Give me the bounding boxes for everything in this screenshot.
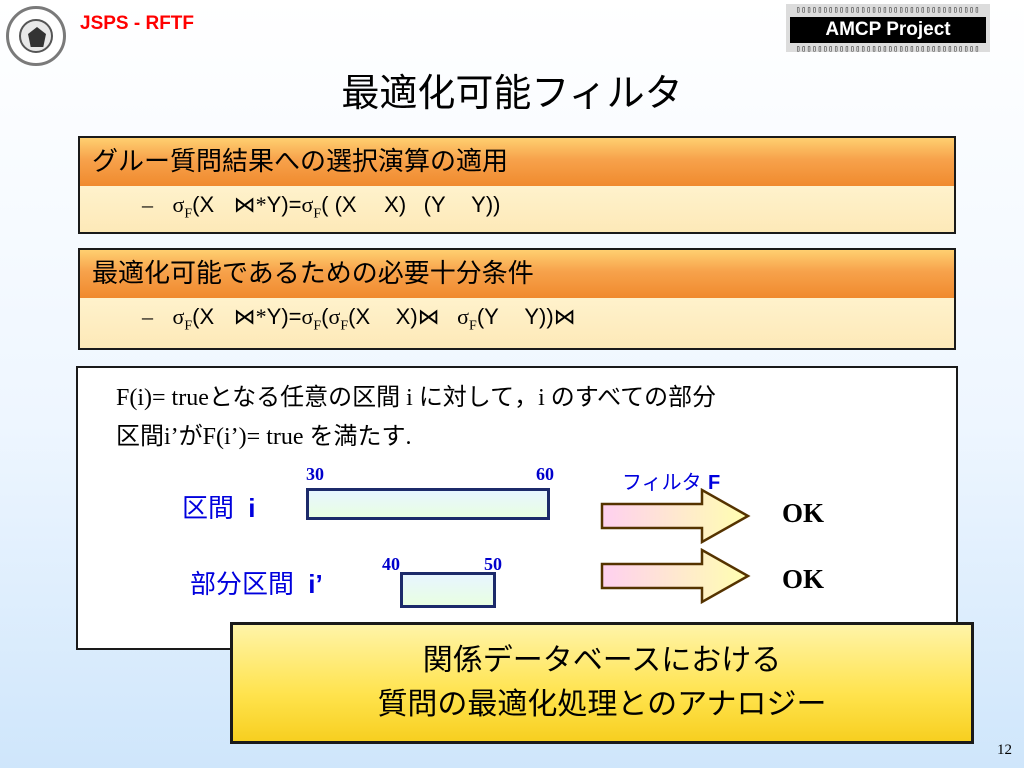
- formula-dash: –: [142, 304, 153, 329]
- formula-part: (Y: [423, 192, 446, 217]
- explanation-panel: F(i)= trueとなる任意の区間 i に対して，i のすべての部分 区間i’…: [76, 366, 958, 650]
- seal-emblem-icon: [28, 27, 46, 47]
- sigma-subscript: F: [340, 318, 349, 334]
- ok-result-2: OK: [782, 564, 825, 594]
- rule-1-body: – σF(X ⋈*Y)=σF( (X X) (Y Y)): [80, 186, 954, 232]
- text-fragment: が: [178, 422, 203, 450]
- formula-dash: –: [142, 192, 153, 217]
- interval-i-start: 30: [306, 464, 324, 484]
- filter-letter: F: [707, 472, 721, 494]
- star-symbol: *: [255, 304, 267, 329]
- sub-interval-letter: i’: [308, 569, 323, 599]
- rule-1-heading: グルー質問結果への選択演算の適用: [80, 138, 954, 186]
- text-fragment: i’: [164, 424, 179, 450]
- interval-i-label: 区間 i: [182, 488, 256, 525]
- text-fragment: i: [538, 385, 551, 411]
- rule-1-formula: – σF(X ⋈*Y)=σF( (X X) (Y Y)): [142, 192, 500, 222]
- sigma-symbol: σ: [301, 192, 314, 217]
- text-fragment: i: [400, 385, 419, 411]
- definition-line-2: 区間i’がF(i’)= true を満たす.: [116, 417, 936, 456]
- sigma-subscript: F: [469, 318, 477, 334]
- formula-y: Y)): [524, 304, 554, 329]
- sub-interval-label: 部分区間 i’: [190, 564, 323, 601]
- formula-part: (X: [192, 192, 215, 217]
- sub-interval-bar: [400, 572, 496, 608]
- badge-bottom-dots: ▯▯▯▯▯▯▯▯▯▯▯▯▯▯▯▯▯▯▯▯▯▯▯▯▯▯▯▯▯▯▯▯▯▯: [795, 44, 981, 53]
- university-seal-logo: [6, 6, 66, 66]
- rule-2-formula: – σF(X ⋈*Y)=σF(σF(X X)⋈ σF(Y Y))⋈: [142, 304, 576, 334]
- formula-part: ): [398, 192, 407, 217]
- filter-arrow-2-icon: [600, 548, 751, 605]
- filter-label-text: フィルタ: [622, 470, 702, 494]
- sigma-symbol: σ: [172, 304, 185, 329]
- formula-y: Y: [471, 192, 486, 217]
- sigma-subscript: F: [313, 206, 322, 222]
- filter-label: フィルタ F: [622, 466, 720, 495]
- text-fragment: に対して: [418, 383, 515, 411]
- star-symbol: *: [255, 192, 267, 217]
- formula-part: (X: [192, 304, 215, 329]
- formula-part: (X: [348, 304, 371, 329]
- join-symbol: ⋈: [417, 304, 440, 329]
- sigma-subscript: F: [313, 318, 322, 334]
- badge-top-dots: ▯▯▯▯▯▯▯▯▯▯▯▯▯▯▯▯▯▯▯▯▯▯▯▯▯▯▯▯▯▯▯▯▯▯: [795, 5, 981, 14]
- text-fragment: F(i’)= true: [202, 424, 310, 450]
- filter-arrow-1-icon: [600, 488, 751, 545]
- analogy-line-1: 関係データベースにおける: [422, 643, 782, 678]
- text-fragment: となる任意の区間: [208, 383, 401, 411]
- text-fragment: 区間: [116, 422, 164, 450]
- page-number: 12: [997, 742, 1012, 758]
- analogy-callout: 関係データベースにおける 質問の最適化処理とのアナロジー: [230, 622, 974, 744]
- filter-definition-text: F(i)= trueとなる任意の区間 i に対して，i のすべての部分 区間i’…: [116, 378, 936, 456]
- formula-part: (Y: [476, 304, 499, 329]
- interval-letter: i: [248, 493, 256, 523]
- text-fragment: を満たす: [309, 422, 406, 450]
- sigma-subscript: F: [184, 318, 193, 334]
- interval-label-text: 区間: [182, 494, 235, 524]
- formula-x: X): [395, 304, 418, 329]
- rule-box-1: グルー質問結果への選択演算の適用 – σF(X ⋈*Y)=σF( (X X) (…: [78, 136, 956, 234]
- sigma-subscript: F: [184, 206, 193, 222]
- interval-i-end: 60: [536, 464, 554, 484]
- definition-line-1: F(i)= trueとなる任意の区間 i に対して，i のすべての部分: [116, 378, 936, 417]
- analogy-line-2: 質問の最適化処理とのアナロジー: [377, 687, 827, 722]
- formula-part: ( (X: [321, 192, 357, 217]
- formula-x: X: [384, 192, 399, 217]
- formula-part: )): [485, 192, 501, 217]
- sigma-symbol: σ: [457, 304, 470, 329]
- join-symbol: ⋈: [233, 192, 256, 217]
- sigma-symbol: σ: [328, 304, 341, 329]
- formula-part: (: [321, 304, 329, 329]
- slide-title: 最適化可能フィルタ: [341, 71, 683, 115]
- sigma-symbol: σ: [172, 192, 185, 217]
- rule-2-body: – σF(X ⋈*Y)=σF(σF(X X)⋈ σF(Y Y))⋈: [80, 298, 954, 348]
- rule-2-heading: 最適化可能であるための必要十分条件: [80, 250, 954, 298]
- sub-interval-label-text: 部分区間: [190, 570, 295, 600]
- seal-inner-ring: [19, 19, 53, 53]
- text-fragment: F(i)= true: [116, 385, 209, 411]
- join-symbol: ⋈: [553, 304, 576, 329]
- formula-part: Y)=: [266, 192, 302, 217]
- project-name: AMCP Project: [790, 17, 986, 43]
- sub-interval-end: 50: [484, 554, 502, 574]
- amcp-project-badge: ▯▯▯▯▯▯▯▯▯▯▯▯▯▯▯▯▯▯▯▯▯▯▯▯▯▯▯▯▯▯▯▯▯▯ AMCP …: [786, 4, 990, 53]
- organization-label: JSPS - RFTF: [80, 13, 195, 34]
- text-fragment: .: [405, 424, 412, 450]
- ok-result-1: OK: [782, 498, 825, 528]
- text-fragment: ，: [514, 385, 539, 411]
- formula-part: Y)=: [266, 304, 302, 329]
- rule-box-2: 最適化可能であるための必要十分条件 – σF(X ⋈*Y)=σF(σF(X X)…: [78, 248, 956, 350]
- text-fragment: のすべての部分: [550, 383, 717, 411]
- sigma-symbol: σ: [301, 304, 314, 329]
- sub-interval-start: 40: [382, 554, 400, 574]
- interval-i-bar: [306, 488, 550, 520]
- join-symbol: ⋈: [233, 304, 256, 329]
